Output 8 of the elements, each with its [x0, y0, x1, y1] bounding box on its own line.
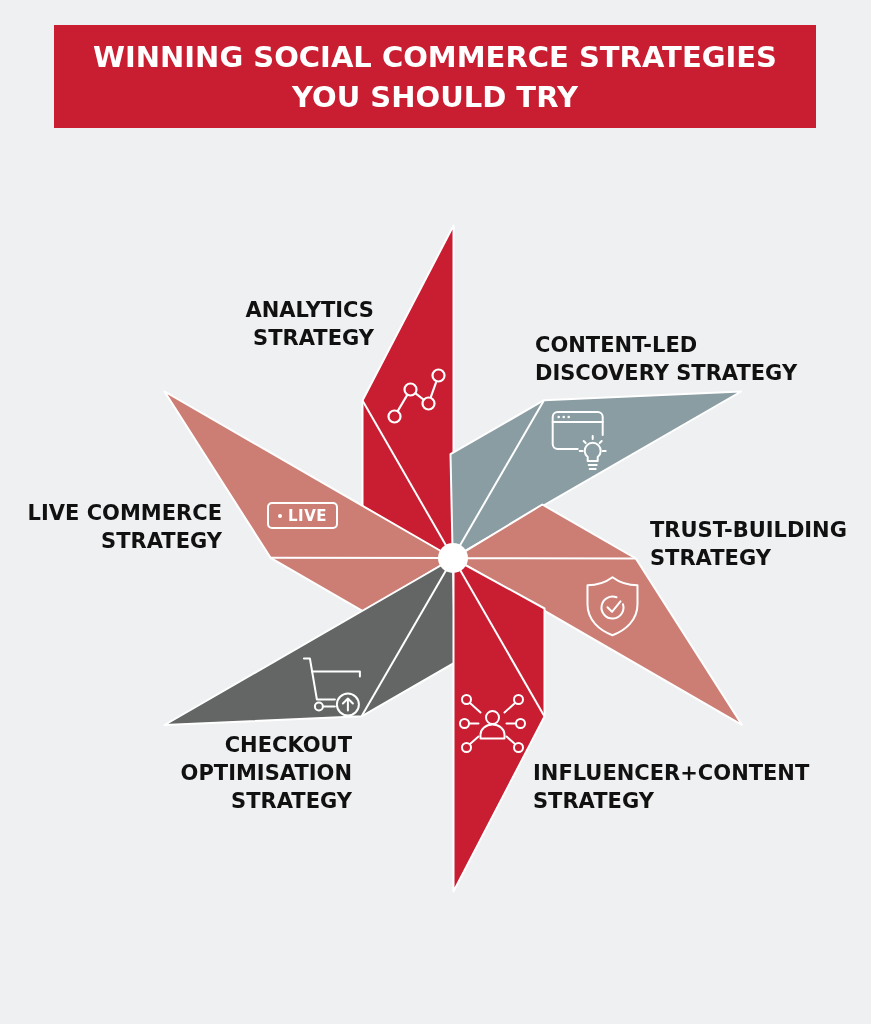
strategy-label: CHECKOUT OPTIMISATION STRATEGY [179, 732, 352, 815]
strategy-label: INFLUENCER+CONTENT STRATEGY [533, 760, 811, 815]
strategy-label: ANALYTICS STRATEGY [244, 297, 374, 352]
title-banner: WINNING SOCIAL COMMERCE STRATEGIES YOU SHOULD TRY [54, 25, 816, 128]
status-text: LIVE [288, 506, 327, 525]
strategy-label: CONTENT-LED DISCOVERY STRATEGY [535, 332, 799, 387]
strategy-label: LIVE COMMERCE STRATEGY [26, 500, 222, 555]
strategy-label: TRUST-BUILDING STRATEGY [650, 517, 848, 572]
